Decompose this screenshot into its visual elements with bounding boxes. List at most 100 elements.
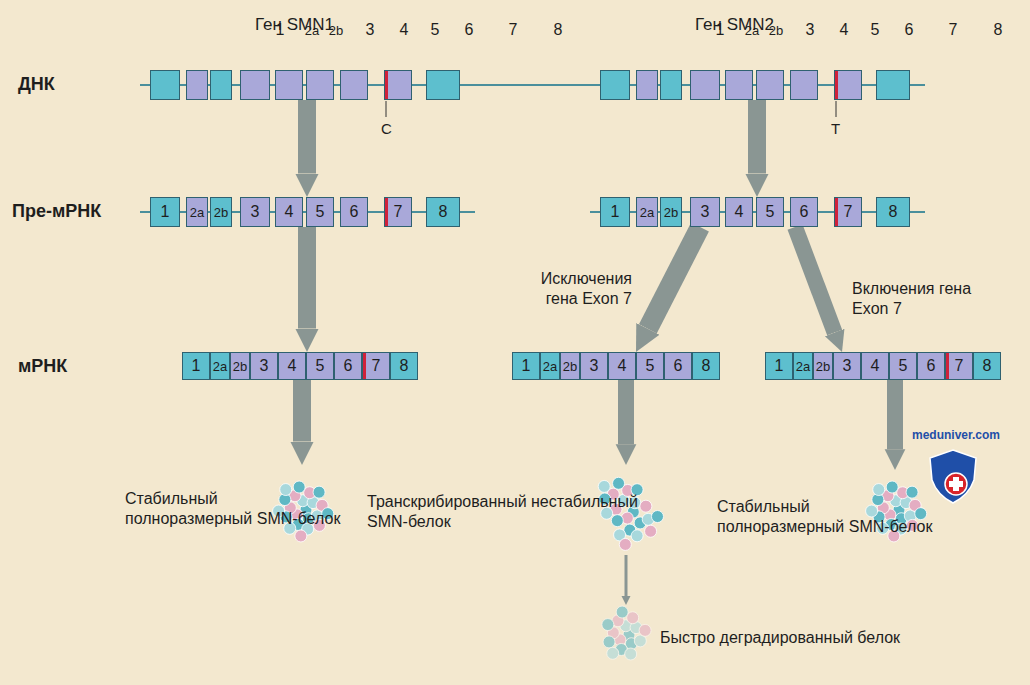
exon-number: 5 [431,22,440,38]
exon-number: 4 [735,204,744,220]
exon-number: 5 [646,358,655,374]
gene-strand: 12a2b345678 [590,197,925,227]
exon-box: 6 [334,352,362,380]
exon-number: 6 [465,22,474,38]
protein-bead [651,511,663,523]
process-arrow [748,100,766,174]
label-text: ДНК [18,74,55,94]
exon-box: 2a [636,197,658,227]
exon-number: 3 [251,204,260,220]
exon-box: 3 [250,352,278,380]
exon-box: 5 [636,352,664,380]
edge-label-box: Включения гена Exon 7 [850,278,984,320]
exon-box: 8 [692,352,720,380]
protein-bead [611,515,623,527]
exon-number: 7 [844,204,853,220]
exon-box: 8 [876,197,910,227]
protein-bead [640,500,652,512]
exon-number: 1 [775,358,784,374]
exon-number: 3 [366,22,375,38]
exon-box: 2b [560,352,580,380]
exon-number: 2b [233,360,247,373]
exon-box: 2b [660,70,682,100]
row-label: ДНК [18,74,55,95]
protein-caption: Быстро деградированный белок [660,629,900,646]
label-text: T [831,120,840,137]
exon-box: 7 [362,352,390,380]
protein-bead [280,484,292,496]
gene-title: Ген SMN1 [255,15,334,34]
exon-number: 7 [955,358,964,374]
protein-bead [645,525,657,537]
exon-number: 8 [439,204,448,220]
exon-box: 2b [210,70,232,100]
exon-box: 4 [278,352,306,380]
exon-box: 8 [426,70,460,100]
exon-number: 4 [288,358,297,374]
leader-line [386,101,387,117]
exon-box: 5 [306,70,334,100]
exon-box: 8 [390,352,418,380]
exon-number: 6 [344,358,353,374]
exon-number: 8 [889,204,898,220]
exon-number: 2b [816,360,830,373]
exon-box: 2b [660,197,682,227]
exon-number: 3 [701,204,710,220]
label-text: Пре-мРНК [12,201,101,221]
exon-box: 5 [889,352,917,380]
gene-strand: 12a2b345678 [182,352,418,380]
exon-box: 8 [876,70,910,100]
process-arrow [648,227,700,329]
exon-box: 4 [725,70,753,100]
exon-box: 1 [150,197,180,227]
exon-number: 7 [949,22,958,38]
exon-number: 2a [745,24,759,37]
exon-number: 6 [674,358,683,374]
protein-caption: Транскрибированный нестабильный SMN-бело… [367,493,638,530]
protein-bead [619,538,631,550]
exon-box: 2a [793,352,813,380]
exon-number: 6 [927,358,936,374]
exon-box: 1 [182,352,210,380]
exon-number: 6 [350,204,359,220]
exon-box: 6 [664,352,692,380]
exon-box: 7 [945,352,973,380]
exon-box: 7 [384,70,412,100]
protein-bead [866,505,878,517]
exon-number: 4 [618,358,627,374]
protein-bead [639,624,651,636]
gene-strand: 12a2b34568 [512,352,720,380]
exon-number: 6 [905,22,914,38]
exon-box: 3 [690,197,720,227]
exon-number: 2b [214,206,228,219]
protein-bead [631,530,643,542]
exon-box: 8 [426,197,460,227]
exon-box: 3 [690,70,720,100]
exon-number: 3 [260,358,269,374]
label-text: мРНК [18,356,67,376]
exon-number: 4 [285,204,294,220]
protein-bead [616,606,628,618]
edge-label: Включения гена Exon 7 [852,280,971,317]
label-text: C [381,120,392,137]
exon-number: 8 [702,358,711,374]
process-arrow [298,227,316,329]
exon-number: 8 [994,22,1003,38]
exon-box: 2a [186,70,208,100]
exon-number: 1 [522,358,531,374]
gene-strand: 12a2b345678 [765,352,1001,380]
exon-number: 2a [190,206,204,219]
exon-box: 3 [833,352,861,380]
protein-bead [627,612,639,624]
exon-box: 6 [917,352,945,380]
protein-bead [313,486,325,498]
protein-node: Транскрибированный нестабильный SMN-бело… [362,465,660,555]
exon-box: 2a [540,352,560,380]
exon-number: 8 [400,358,409,374]
exon-number: 7 [509,22,518,38]
gene-strand: Ген SMN112a2b345678 [140,70,475,100]
leader-line [836,101,837,117]
protein-caption: Стабильный полноразмерный SMN-белок [717,498,932,535]
exon-box: 1 [600,197,630,227]
protein-bead [613,477,625,489]
